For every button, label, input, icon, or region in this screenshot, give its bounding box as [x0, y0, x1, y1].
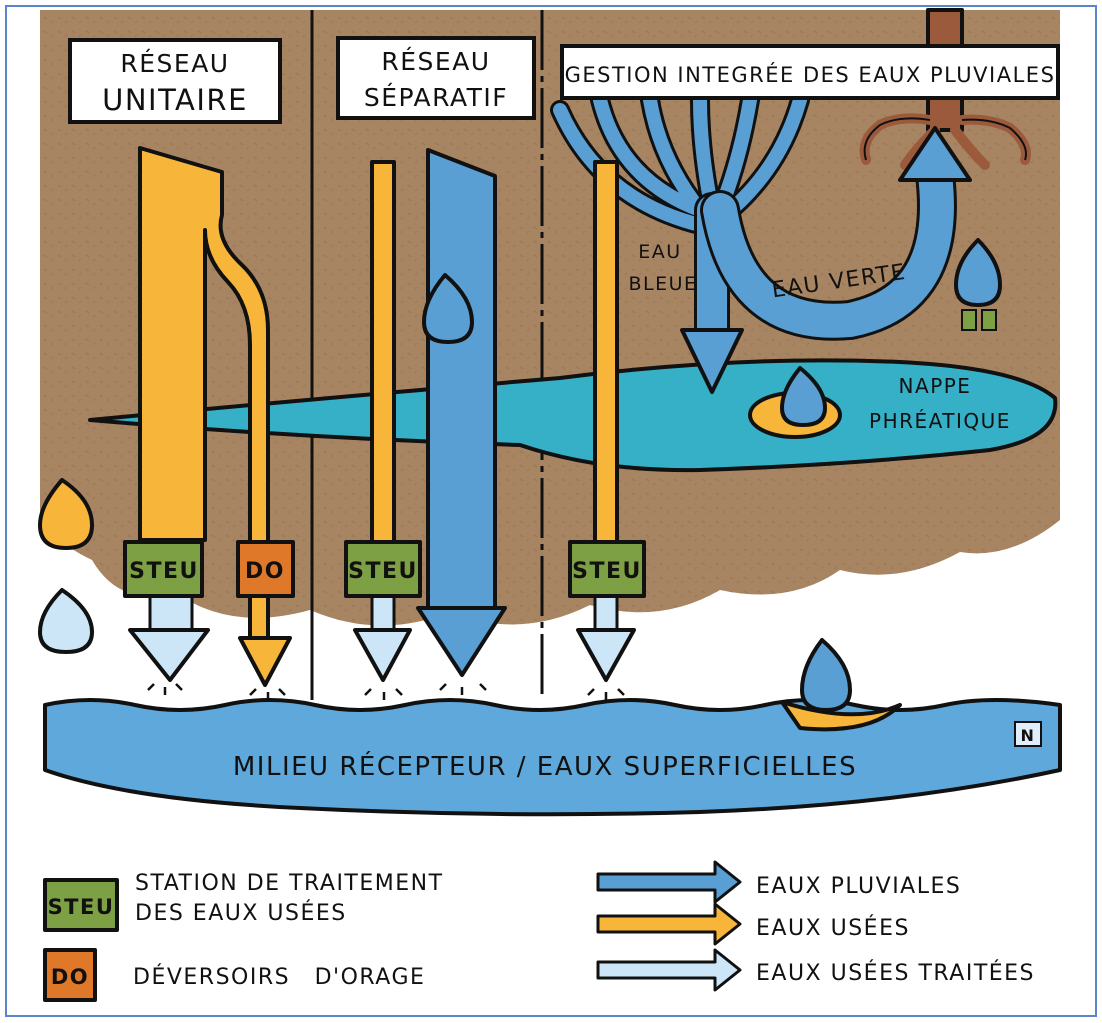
drop-character-gardener [954, 238, 1002, 331]
svg-text:DO: DO [245, 559, 285, 584]
svg-text:GESTION INTEGRÉE DES EAUX PLUV: GESTION INTEGRÉE DES EAUX PLUVIALES [565, 62, 1056, 87]
svg-text:PHRÉATIQUE: PHRÉATIQUE [869, 409, 1011, 433]
svg-text:RÉSEAU: RÉSEAU [120, 49, 229, 78]
svg-text:STEU: STEU [572, 559, 642, 584]
do-box-unitaire: DO [236, 540, 295, 598]
separatif-rainwater-flow [416, 148, 507, 677]
svg-text:NAPPE: NAPPE [899, 374, 972, 398]
steu-box-gestion: STEU [568, 540, 646, 598]
drop-character-clean [38, 588, 94, 654]
svg-text:UNITAIRE: UNITAIRE [102, 83, 248, 117]
svg-text:STEU: STEU [48, 895, 115, 919]
svg-text:RÉSEAU: RÉSEAU [381, 47, 490, 76]
image-frame [5, 5, 1097, 1017]
title-reseau-separatif: RÉSEAU SÉPARATIF [336, 36, 536, 120]
soil-layer [40, 10, 1060, 626]
label-milieu-recepteur: MILIEU RÉCEPTEUR / EAUX SUPERFICIELLES [233, 750, 857, 782]
legend-usees-traitees: EAUX USÉES TRAITÉES [596, 948, 1035, 992]
title-gestion-integree: GESTION INTEGRÉE DES EAUX PLUVIALES [560, 44, 1060, 100]
steu-box-unitaire: STEU [123, 540, 204, 598]
drop-character-kayaker [780, 638, 902, 732]
svg-text:STEU: STEU [348, 559, 418, 584]
svg-text:STATION DE TRAITEMENT: STATION DE TRAITEMENT [135, 871, 444, 896]
legend-pluviales: EAUX PLUVIALES [596, 860, 961, 904]
drop-character-skier [422, 273, 474, 344]
eau-bleue-arrowhead [680, 328, 744, 394]
label-eau-bleue: EAU BLEUE [628, 241, 697, 295]
legend-do: DO DÉVERSOIRS D'ORAGE [43, 948, 425, 1002]
section-dividers [310, 10, 544, 700]
artist-signature: N [1014, 721, 1042, 747]
legend-usees: EAUX USÉES [596, 902, 910, 946]
svg-text:EAUX USÉES TRAITÉES: EAUX USÉES TRAITÉES [756, 960, 1035, 986]
legend: STEU STATION DE TRAITEMENT DES EAUX USÉE… [43, 860, 1035, 1002]
svg-text:DO: DO [51, 965, 89, 989]
unitaire-treated-flow [128, 593, 210, 682]
title-reseau-unitaire: RÉSEAU UNITAIRE [68, 38, 282, 124]
label-nappe-phreatique: NAPPE PHRÉATIQUE [869, 374, 1011, 433]
svg-text:DES EAUX USÉES: DES EAUX USÉES [135, 900, 347, 926]
svg-text:STEU: STEU [129, 559, 199, 584]
svg-text:DÉVERSOIRS D'ORAGE: DÉVERSOIRS D'ORAGE [133, 964, 425, 990]
svg-text:BLEUE: BLEUE [628, 273, 697, 295]
svg-text:EAU: EAU [638, 241, 681, 263]
svg-text:EAUX USÉES: EAUX USÉES [756, 915, 910, 941]
drop-character-duck-float [748, 366, 842, 439]
legend-steu: STEU STATION DE TRAITEMENT DES EAUX USÉE… [43, 871, 444, 932]
eau-verte-arrowhead [898, 126, 972, 182]
splash-marks [147, 683, 625, 700]
steu-box-separatif: STEU [344, 540, 422, 598]
svg-text:N: N [1021, 726, 1036, 745]
svg-text:SÉPARATIF: SÉPARATIF [364, 83, 508, 112]
unitaire-do-arrowhead [238, 636, 292, 687]
rain-infiltration-tree [550, 90, 957, 348]
svg-text:EAUX PLUVIALES: EAUX PLUVIALES [756, 874, 961, 899]
drop-character-smelly [38, 478, 94, 550]
